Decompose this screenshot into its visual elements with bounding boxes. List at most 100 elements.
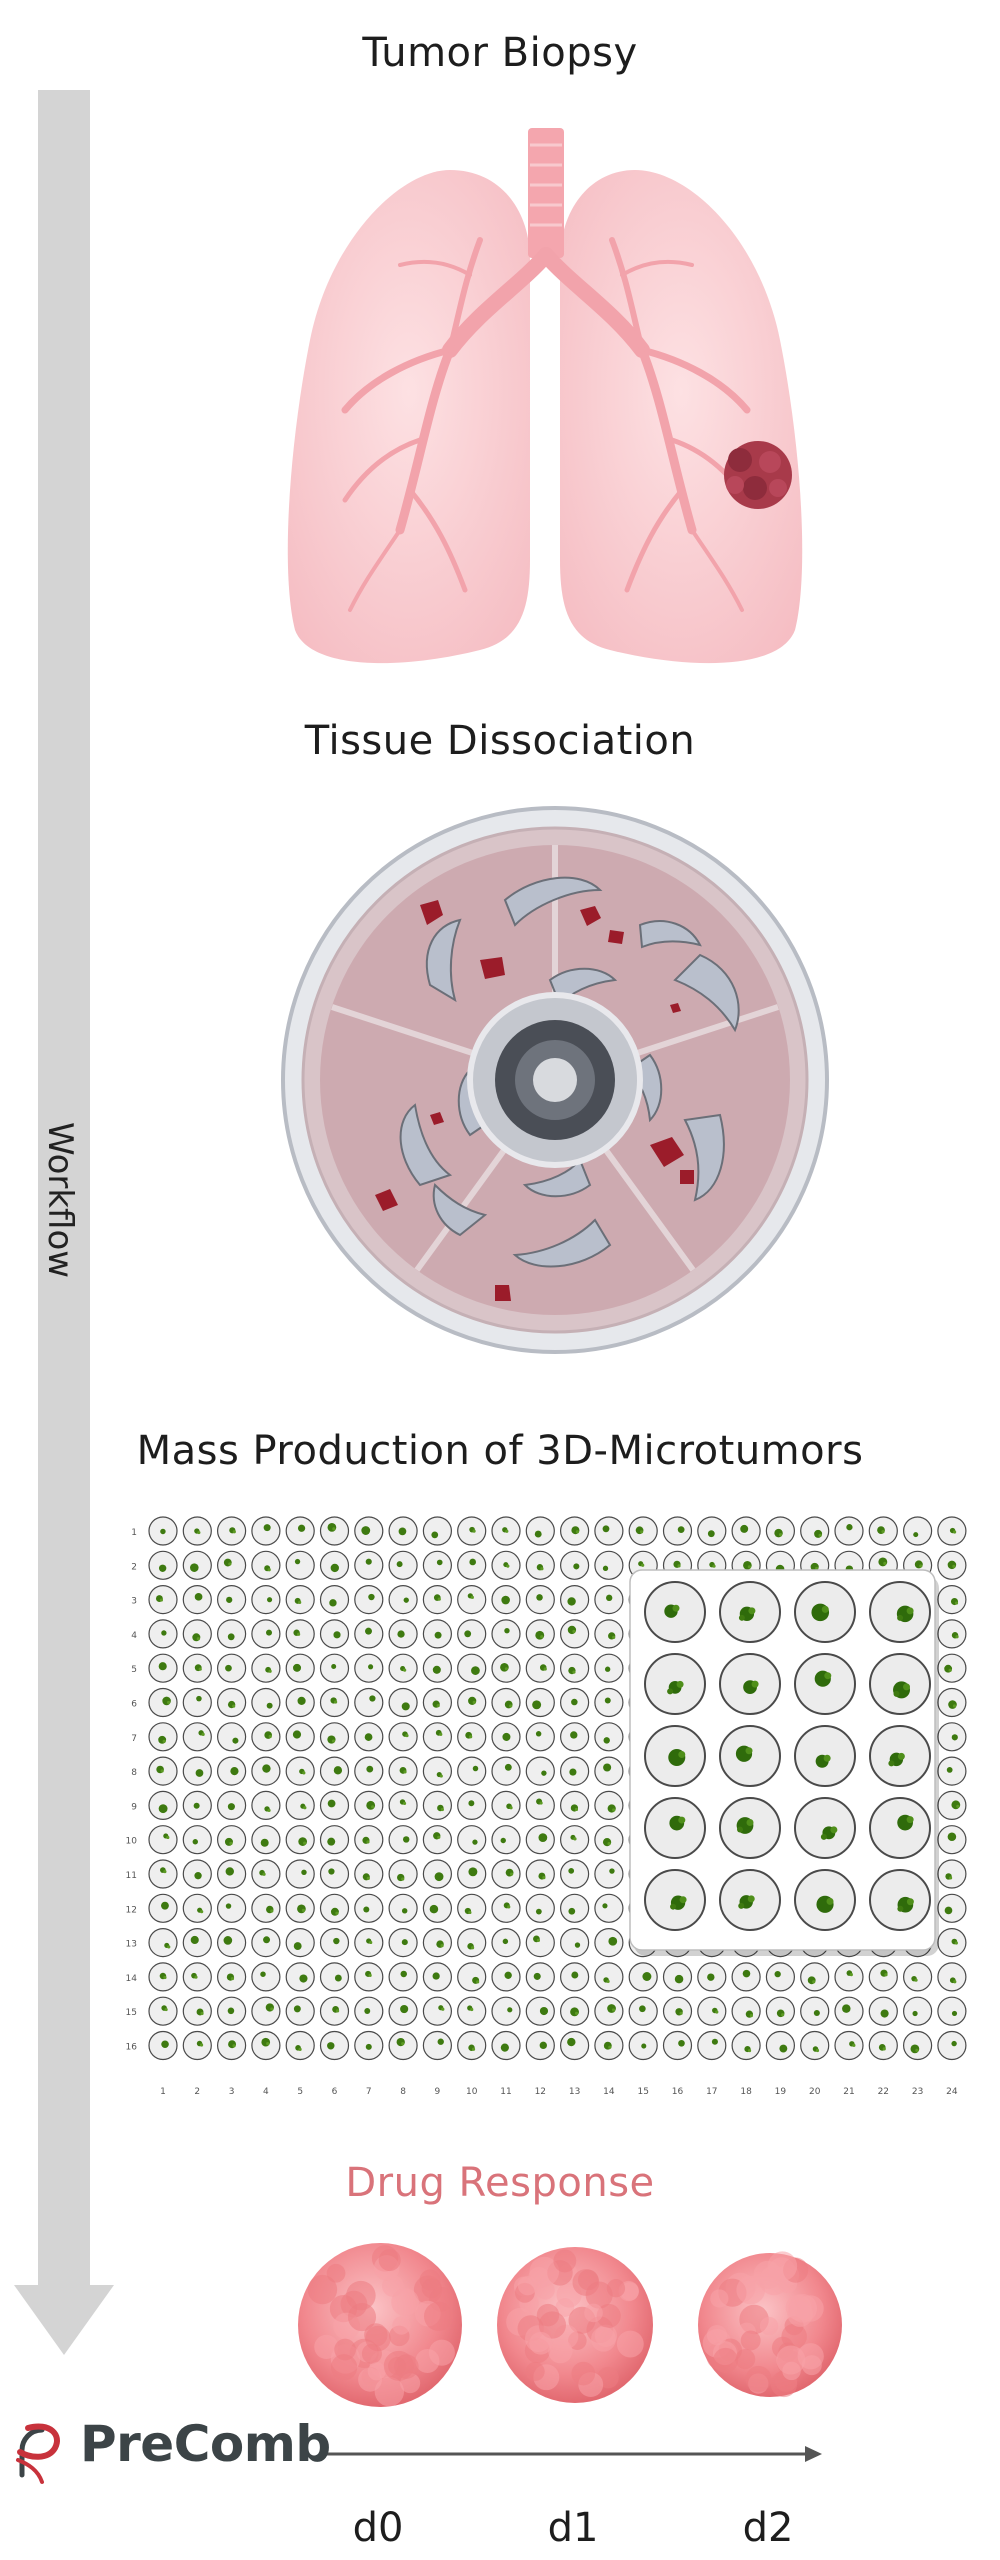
- plate-well: [422, 1996, 452, 2026]
- plate-well: [594, 1859, 624, 1889]
- plate-well: [902, 2030, 933, 2061]
- plate-well: [251, 1584, 281, 1615]
- plate-row-label: 5: [131, 1665, 137, 1675]
- plate-well: [525, 1619, 555, 1649]
- plate-well: [937, 1962, 967, 1992]
- plate-well: [662, 1516, 693, 1546]
- plate-column-label: 11: [500, 2087, 511, 2097]
- plate-well: [560, 1859, 590, 1889]
- plate-well: [594, 1653, 624, 1683]
- timepoint-label: d0: [352, 2505, 404, 2551]
- zoomed-well: [719, 1581, 781, 1643]
- plate-well: [285, 1550, 315, 1580]
- plate-well: [422, 1893, 452, 1923]
- plate-well: [354, 1550, 384, 1580]
- zoomed-well: [869, 1797, 931, 1859]
- plate-well: [457, 1996, 487, 2026]
- plate-well: [937, 1928, 967, 1958]
- timeline-arrow-area: [16, 2423, 822, 2484]
- plate-well: [319, 1619, 350, 1649]
- plate-well: [182, 1550, 212, 1580]
- plate-well: [354, 1756, 384, 1786]
- plate-well: [491, 1962, 521, 1992]
- plate-well: [457, 1722, 487, 1752]
- plate-well: [422, 1859, 452, 1889]
- plate-well: [491, 1859, 521, 1889]
- plate-well: [354, 2030, 384, 2061]
- zoomed-well: [794, 1797, 856, 1859]
- plate-well: [560, 1619, 590, 1649]
- plate-well: [319, 1653, 350, 1683]
- plate-well: [216, 1859, 247, 1889]
- plate-well: [319, 1790, 350, 1820]
- plate-well: [731, 1516, 761, 1546]
- plate-well: [457, 1516, 487, 1546]
- plate-well: [148, 1516, 178, 1546]
- plate-row-label: 11: [126, 1871, 137, 1881]
- plate-well: [457, 1962, 487, 1992]
- plate-well: [834, 1996, 864, 2026]
- plate-well: [388, 1516, 418, 1546]
- plate-well: [251, 1893, 281, 1923]
- plate-row-label: 3: [131, 1597, 137, 1607]
- plate-well: [148, 1550, 178, 1580]
- lungs-illustration: [287, 128, 803, 664]
- zoomed-well: [869, 1581, 931, 1643]
- plate-column-label: 14: [603, 2087, 615, 2097]
- plate-well: [422, 1790, 452, 1820]
- plate-well: [216, 1550, 247, 1580]
- plate-well: [285, 1893, 315, 1923]
- plate-well: [457, 1687, 487, 1718]
- plate-well: [354, 1962, 384, 1992]
- plate-well: [525, 1790, 555, 1820]
- timepoint-label: d2: [742, 2505, 794, 2551]
- plate-well: [285, 1962, 315, 1992]
- plate-well: [182, 2030, 212, 2061]
- plate-well: [319, 2030, 350, 2061]
- plate-well: [594, 1825, 624, 1855]
- plate-well: [457, 1584, 487, 1615]
- tumor-mass: [724, 441, 792, 509]
- zoomed-well: [869, 1725, 931, 1787]
- plate-well: [868, 1516, 898, 1546]
- plate-row-label: 8: [131, 1768, 137, 1778]
- plate-well: [285, 1653, 315, 1683]
- zoomed-well: [794, 1725, 856, 1787]
- plate-well: [354, 1722, 384, 1752]
- plate-well: [800, 2030, 830, 2061]
- plate-well: [422, 1516, 452, 1546]
- plate-row-label: 10: [126, 1837, 138, 1847]
- plate-well: [216, 1756, 247, 1786]
- plate-well: [491, 1996, 521, 2026]
- plate-well: [560, 2030, 590, 2061]
- plate-well: [216, 1687, 247, 1718]
- plate-well: [560, 1996, 590, 2026]
- plate-well: [594, 2030, 624, 2061]
- plate-well: [937, 1550, 967, 1580]
- plate-column-label: 21: [843, 2087, 854, 2097]
- plate-well: [216, 1996, 247, 2026]
- plate-well: [285, 1687, 315, 1718]
- plate-well: [148, 1687, 178, 1718]
- zoomed-well: [794, 1581, 856, 1643]
- plate-well: [285, 1825, 315, 1855]
- plate-well: [319, 1859, 350, 1889]
- step-title-mass-production: Mass Production of 3D-Microtumors: [136, 1428, 864, 1474]
- plate-well: [560, 1825, 590, 1855]
- plate-well: [354, 1928, 384, 1958]
- plate-well: [182, 1584, 212, 1615]
- plate-well: [525, 1584, 555, 1615]
- left-lung: [287, 170, 530, 664]
- plate-well: [491, 1722, 521, 1752]
- plate-well: [560, 1516, 590, 1546]
- plate-well: [182, 1790, 212, 1820]
- plate-well: [354, 1584, 384, 1615]
- plate-well: [251, 1516, 281, 1546]
- plate-well: [560, 1687, 590, 1718]
- zoomed-well: [869, 1653, 931, 1715]
- plate-well: [457, 1859, 487, 1889]
- plate-well: [388, 1790, 418, 1820]
- plate-well: [285, 1516, 315, 1546]
- plate-well: [525, 1859, 555, 1889]
